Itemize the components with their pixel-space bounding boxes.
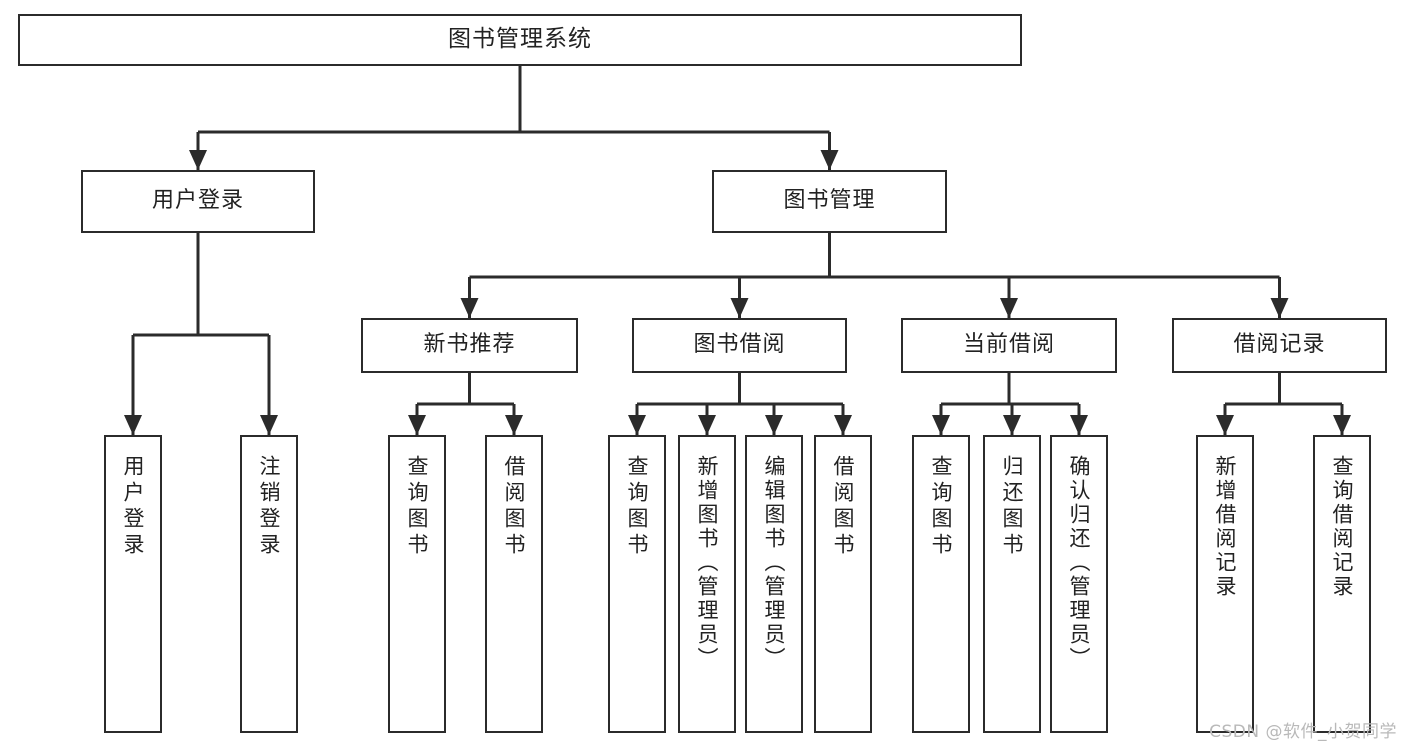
- node-label: 归还图书: [1000, 455, 1025, 559]
- arrowhead-icon-leaf-user-logout: [260, 415, 278, 435]
- watermark-label: CSDN @软件_小贺同学: [1209, 722, 1397, 742]
- node-book-borrow[interactable]: 图书借阅: [632, 318, 847, 373]
- node-user-login[interactable]: 用户登录: [81, 170, 315, 233]
- node-leaf-query-book-1[interactable]: 查询图书: [388, 435, 446, 733]
- node-leaf-user-logout[interactable]: 注销登录: [240, 435, 298, 733]
- node-leaf-query-book-2[interactable]: 查询图书: [608, 435, 666, 733]
- node-leaf-return-book[interactable]: 归还图书: [983, 435, 1041, 733]
- node-label: 图书管理: [783, 188, 876, 214]
- arrowhead-icon-leaf-edit-book: [765, 415, 783, 435]
- node-current-borrow[interactable]: 当前借阅: [901, 318, 1117, 373]
- arrowhead-icon-new-book-rec: [460, 298, 479, 318]
- node-leaf-borrow-book-1[interactable]: 借阅图书: [485, 435, 543, 733]
- arrowhead-icon-borrow-record: [1270, 298, 1289, 318]
- node-leaf-borrow-book-2[interactable]: 借阅图书: [814, 435, 872, 733]
- arrowhead-icon-leaf-confirm-return: [1070, 415, 1088, 435]
- node-label: 编辑图书（管理员）: [762, 455, 787, 671]
- node-leaf-add-record[interactable]: 新增借阅记录: [1196, 435, 1254, 733]
- arrowhead-icon-leaf-user-login: [124, 415, 142, 435]
- node-leaf-confirm-return[interactable]: 确认归还（管理员）: [1050, 435, 1108, 733]
- node-label: 用户登录: [151, 188, 244, 214]
- arrowhead-icon-current-borrow: [1000, 298, 1018, 318]
- node-label: 图书管理系统: [448, 26, 592, 53]
- node-label: 新书推荐: [423, 332, 516, 358]
- arrowhead-icon-leaf-borrow-book-1: [505, 415, 523, 435]
- node-label: 借阅图书: [502, 455, 527, 559]
- node-leaf-add-book[interactable]: 新增图书（管理员）: [678, 435, 736, 733]
- node-label: 查询图书: [405, 455, 430, 559]
- arrowhead-icon-leaf-return-book: [1003, 415, 1021, 435]
- node-label: 图书借阅: [693, 332, 786, 358]
- arrowhead-icon-leaf-query-book-2: [628, 415, 646, 435]
- node-leaf-edit-book[interactable]: 编辑图书（管理员）: [745, 435, 803, 733]
- node-label: 借阅记录: [1233, 332, 1326, 358]
- node-borrow-record[interactable]: 借阅记录: [1172, 318, 1387, 373]
- node-label: 新增图书（管理员）: [695, 455, 720, 671]
- arrowhead-icon-leaf-borrow-book-2: [834, 415, 852, 435]
- node-label: 当前借阅: [962, 332, 1055, 358]
- arrowhead-icon-leaf-query-record: [1333, 415, 1351, 435]
- node-label: 新增借阅记录: [1213, 455, 1238, 599]
- node-label: 确认归还（管理员）: [1067, 455, 1092, 671]
- node-label: 用户登录: [121, 455, 146, 559]
- node-book-manage[interactable]: 图书管理: [712, 170, 947, 233]
- node-leaf-query-book-3[interactable]: 查询图书: [912, 435, 970, 733]
- arrowhead-icon-leaf-add-record: [1216, 415, 1234, 435]
- node-leaf-query-record[interactable]: 查询借阅记录: [1313, 435, 1371, 733]
- node-label: 查询图书: [625, 455, 650, 559]
- arrowhead-icon-leaf-add-book: [698, 415, 716, 435]
- node-leaf-user-login[interactable]: 用户登录: [104, 435, 162, 733]
- node-label: 注销登录: [257, 455, 282, 559]
- arrowhead-icon-book-borrow: [730, 298, 749, 318]
- arrowhead-icon-leaf-query-book-1: [408, 415, 426, 435]
- node-label: 查询图书: [929, 455, 954, 559]
- node-root[interactable]: 图书管理系统: [18, 14, 1022, 66]
- node-new-book-rec[interactable]: 新书推荐: [361, 318, 578, 373]
- arrowhead-icon-leaf-query-book-3: [932, 415, 950, 435]
- arrowhead-icon-user-login: [189, 150, 207, 170]
- node-label: 借阅图书: [831, 455, 856, 559]
- arrowhead-icon-book-manage: [820, 150, 839, 170]
- node-label: 查询借阅记录: [1330, 455, 1355, 599]
